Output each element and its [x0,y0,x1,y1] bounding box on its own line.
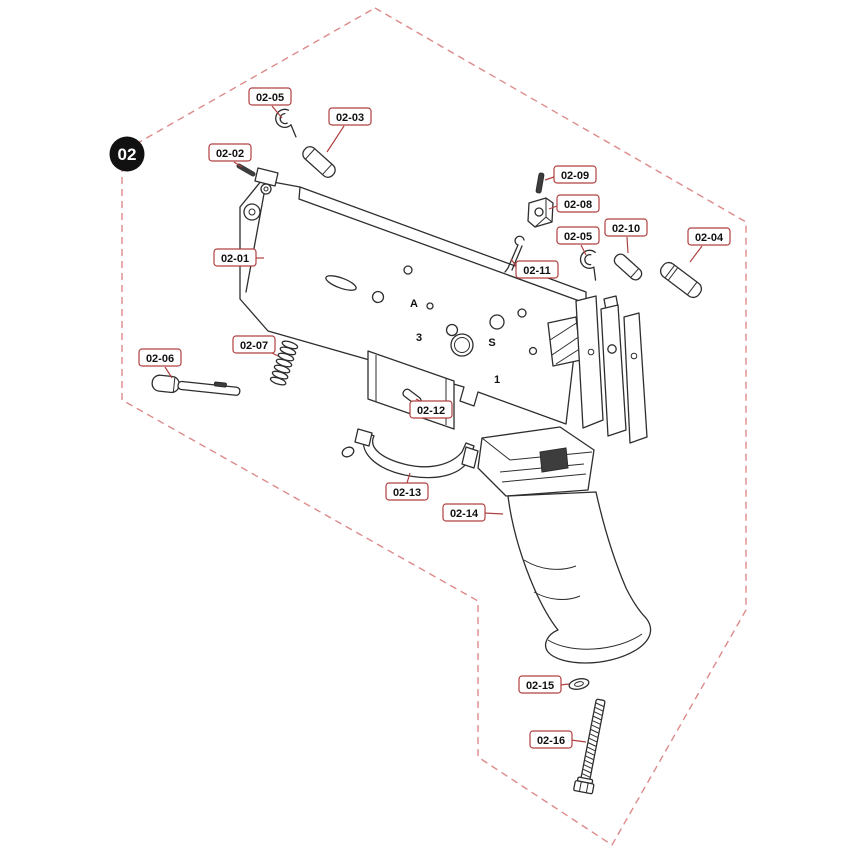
part-label-text: 02-03 [336,112,364,124]
selector-mark-a: A [410,298,418,310]
part-02-09-pin-drawing [535,172,545,194]
part-label: 02-10 [604,218,648,237]
part-label: 02-09 [553,165,597,184]
part-label-text: 02-12 [417,405,445,417]
part-label-text: 02-16 [537,735,565,747]
part-02-15-washer-drawing [568,678,590,690]
part-02-07-spring-drawing [269,340,299,386]
part-label: 02-16 [529,730,573,749]
part-label: 02-13 [385,482,429,501]
diagram-boundary [121,7,747,846]
part-02-06-pin-drawing [151,374,241,396]
part-label-text: 02-05 [564,231,592,243]
part-02-05-clip-right-drawing [579,249,597,281]
part-label-text: 02-13 [393,487,421,499]
part-label-text: 02-07 [240,340,268,352]
part-label: 02-05 [556,226,600,245]
part-label-text: 02-08 [564,199,592,211]
part-label: 02-02 [208,143,252,162]
part-label-text: 02-04 [695,232,724,244]
part-label: 02-14 [442,503,486,522]
part-label-text: 02-05 [256,92,284,104]
part-label: 02-03 [328,107,372,126]
part-02-16-screw-drawing [573,698,606,795]
part-label-text: 02-15 [526,680,554,692]
leader-lines [164,105,703,743]
part-02-02-pin-drawing [236,163,256,177]
part-label-text: 02-01 [221,253,249,265]
part-label-text: 02-14 [450,508,479,520]
part-label: 02-06 [138,348,182,367]
section-badge: 02 [109,136,145,172]
part-label-text: 02-02 [216,148,244,160]
part-label-text: 02-06 [146,353,174,365]
part-label-text: 02-09 [561,170,589,182]
selector-mark-s: S [488,337,495,349]
part-02-03-pin-drawing [302,146,336,178]
part-02-05-clip-top-drawing [275,108,297,138]
part-label: 02-12 [409,400,453,419]
selector-mark-3: 3 [416,332,422,344]
section-badge-text: 02 [118,145,137,164]
part-label-text: 02-11 [523,265,551,277]
part-02-13-trigger-guard-drawing [341,428,479,479]
selector-mark-1: 1 [494,374,500,386]
part-label: 02-05 [248,87,292,106]
part-label: 02-15 [518,675,562,694]
part-02-14-grip-drawing [477,426,652,664]
part-label: 02-11 [515,260,559,279]
part-label: 02-07 [232,335,276,354]
part-02-08-block-drawing [527,197,554,228]
part-label: 02-08 [556,194,600,213]
part-labels: 02-05 02-03 02-02 02-09 02-08 02-05 02-1… [138,87,731,749]
part-label: 02-04 [687,227,731,246]
part-02-11-spring-wire-drawing [504,235,525,273]
part-02-10-pin-drawing [613,253,643,281]
part-label: 02-01 [213,248,257,267]
part-label-text: 02-10 [612,223,640,235]
part-02-04-pin-drawing [659,261,703,299]
